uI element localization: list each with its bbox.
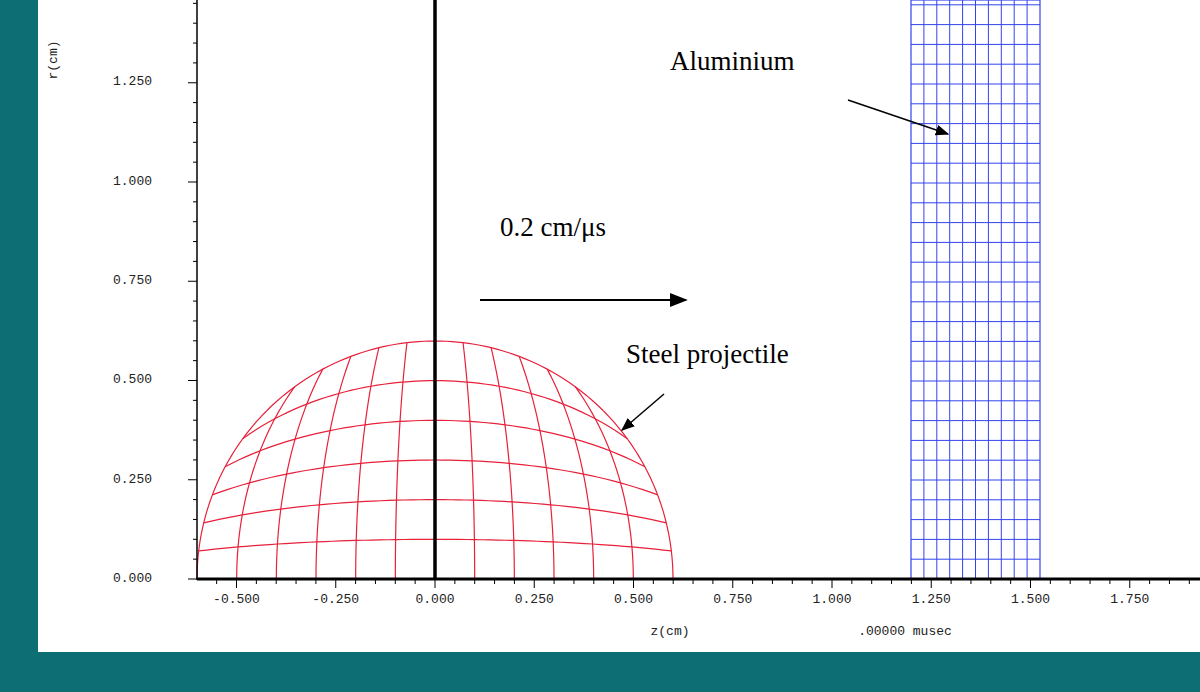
- tick-mark: [188, 281, 197, 282]
- mesh-line: [988, 0, 989, 579]
- mesh-line: [911, 64, 1040, 65]
- mesh-line: [575, 387, 633, 579]
- velocity-arrow: [480, 299, 686, 301]
- mesh-line: [911, 480, 1040, 481]
- plot-ground: [38, 0, 1200, 652]
- mesh-line: [197, 411, 267, 579]
- leader-arrow: [848, 100, 948, 134]
- mesh-line: [911, 361, 1040, 362]
- axis-title: z(cm): [650, 625, 689, 639]
- tick-label: 1.000: [812, 593, 851, 607]
- mesh-line: [949, 0, 950, 579]
- mesh-line: [603, 411, 673, 579]
- leader-arrow: [622, 394, 664, 430]
- tick-label: 1.250: [113, 75, 152, 89]
- r-axis: [196, 0, 198, 580]
- tick-mark: [188, 579, 197, 580]
- mesh-line: [911, 202, 1040, 203]
- mesh-line: [237, 387, 295, 579]
- tick-mark: [188, 82, 197, 83]
- tick-label: 0.000: [415, 593, 454, 607]
- mesh-line: [911, 420, 1040, 421]
- mesh-line: [975, 0, 976, 579]
- mesh-line: [911, 242, 1040, 243]
- mesh-line: [911, 499, 1040, 500]
- tick-mark: [188, 380, 197, 381]
- plate-outline: [911, 0, 1040, 579]
- tick-label: 0.500: [113, 373, 152, 387]
- mesh-line: [1014, 0, 1015, 579]
- tick-label: 1.000: [113, 175, 152, 189]
- mesh-line: [911, 539, 1040, 540]
- tick-label: 0.750: [113, 274, 152, 288]
- mesh-line: [911, 163, 1040, 164]
- tick-label: -0.250: [312, 593, 359, 607]
- tick-label: 0.250: [515, 593, 554, 607]
- tick-label: -0.500: [213, 593, 260, 607]
- mesh-line: [923, 0, 924, 579]
- mesh-line: [911, 301, 1040, 302]
- mesh-line: [911, 143, 1040, 144]
- tick-label: 1.250: [912, 593, 951, 607]
- mesh-line: [911, 282, 1040, 283]
- mesh-line: [911, 519, 1040, 520]
- mesh-line: [911, 321, 1040, 322]
- part-name: Steel projectile: [626, 340, 789, 370]
- mesh-line: [911, 183, 1040, 184]
- velocity-label: 0.2 cm/μs: [500, 213, 606, 243]
- mesh-line: [936, 0, 937, 579]
- tick-mark: [188, 479, 197, 480]
- mesh-line: [911, 559, 1040, 560]
- tick-mark: [188, 182, 197, 183]
- mesh-line: [911, 84, 1040, 85]
- mesh-line: [911, 222, 1040, 223]
- aluminium-plate-mesh: [911, 0, 1040, 579]
- tick-label: 0.000: [113, 572, 152, 586]
- time-stamp: .00000 musec: [858, 625, 952, 639]
- mesh-line: [911, 460, 1040, 461]
- mesh-line: [911, 341, 1040, 342]
- mesh-line: [911, 262, 1040, 263]
- mesh-line: [911, 103, 1040, 104]
- symmetry-axis: [433, 0, 437, 580]
- mesh-line: [1001, 0, 1002, 579]
- axis-title: r(cm): [47, 40, 61, 79]
- tick-label: 1.750: [1110, 593, 1149, 607]
- tick-label: 0.500: [614, 593, 653, 607]
- axis-ticks: [188, 3, 1189, 588]
- mesh-line: [911, 440, 1040, 441]
- tick-label: 0.750: [713, 593, 752, 607]
- mesh-line: [911, 123, 1040, 124]
- mesh-line: [962, 0, 963, 579]
- part-name: Aluminium: [670, 47, 795, 77]
- mesh-line: [911, 24, 1040, 25]
- z-axis: [197, 578, 1200, 581]
- mesh-line: [1027, 0, 1028, 579]
- tick-label: 0.250: [113, 473, 152, 487]
- mesh-line: [911, 4, 1040, 5]
- mesh-line: [911, 400, 1040, 401]
- mesh-line: [911, 44, 1040, 45]
- mesh-line: [911, 381, 1040, 382]
- tick-label: 1.500: [1011, 593, 1050, 607]
